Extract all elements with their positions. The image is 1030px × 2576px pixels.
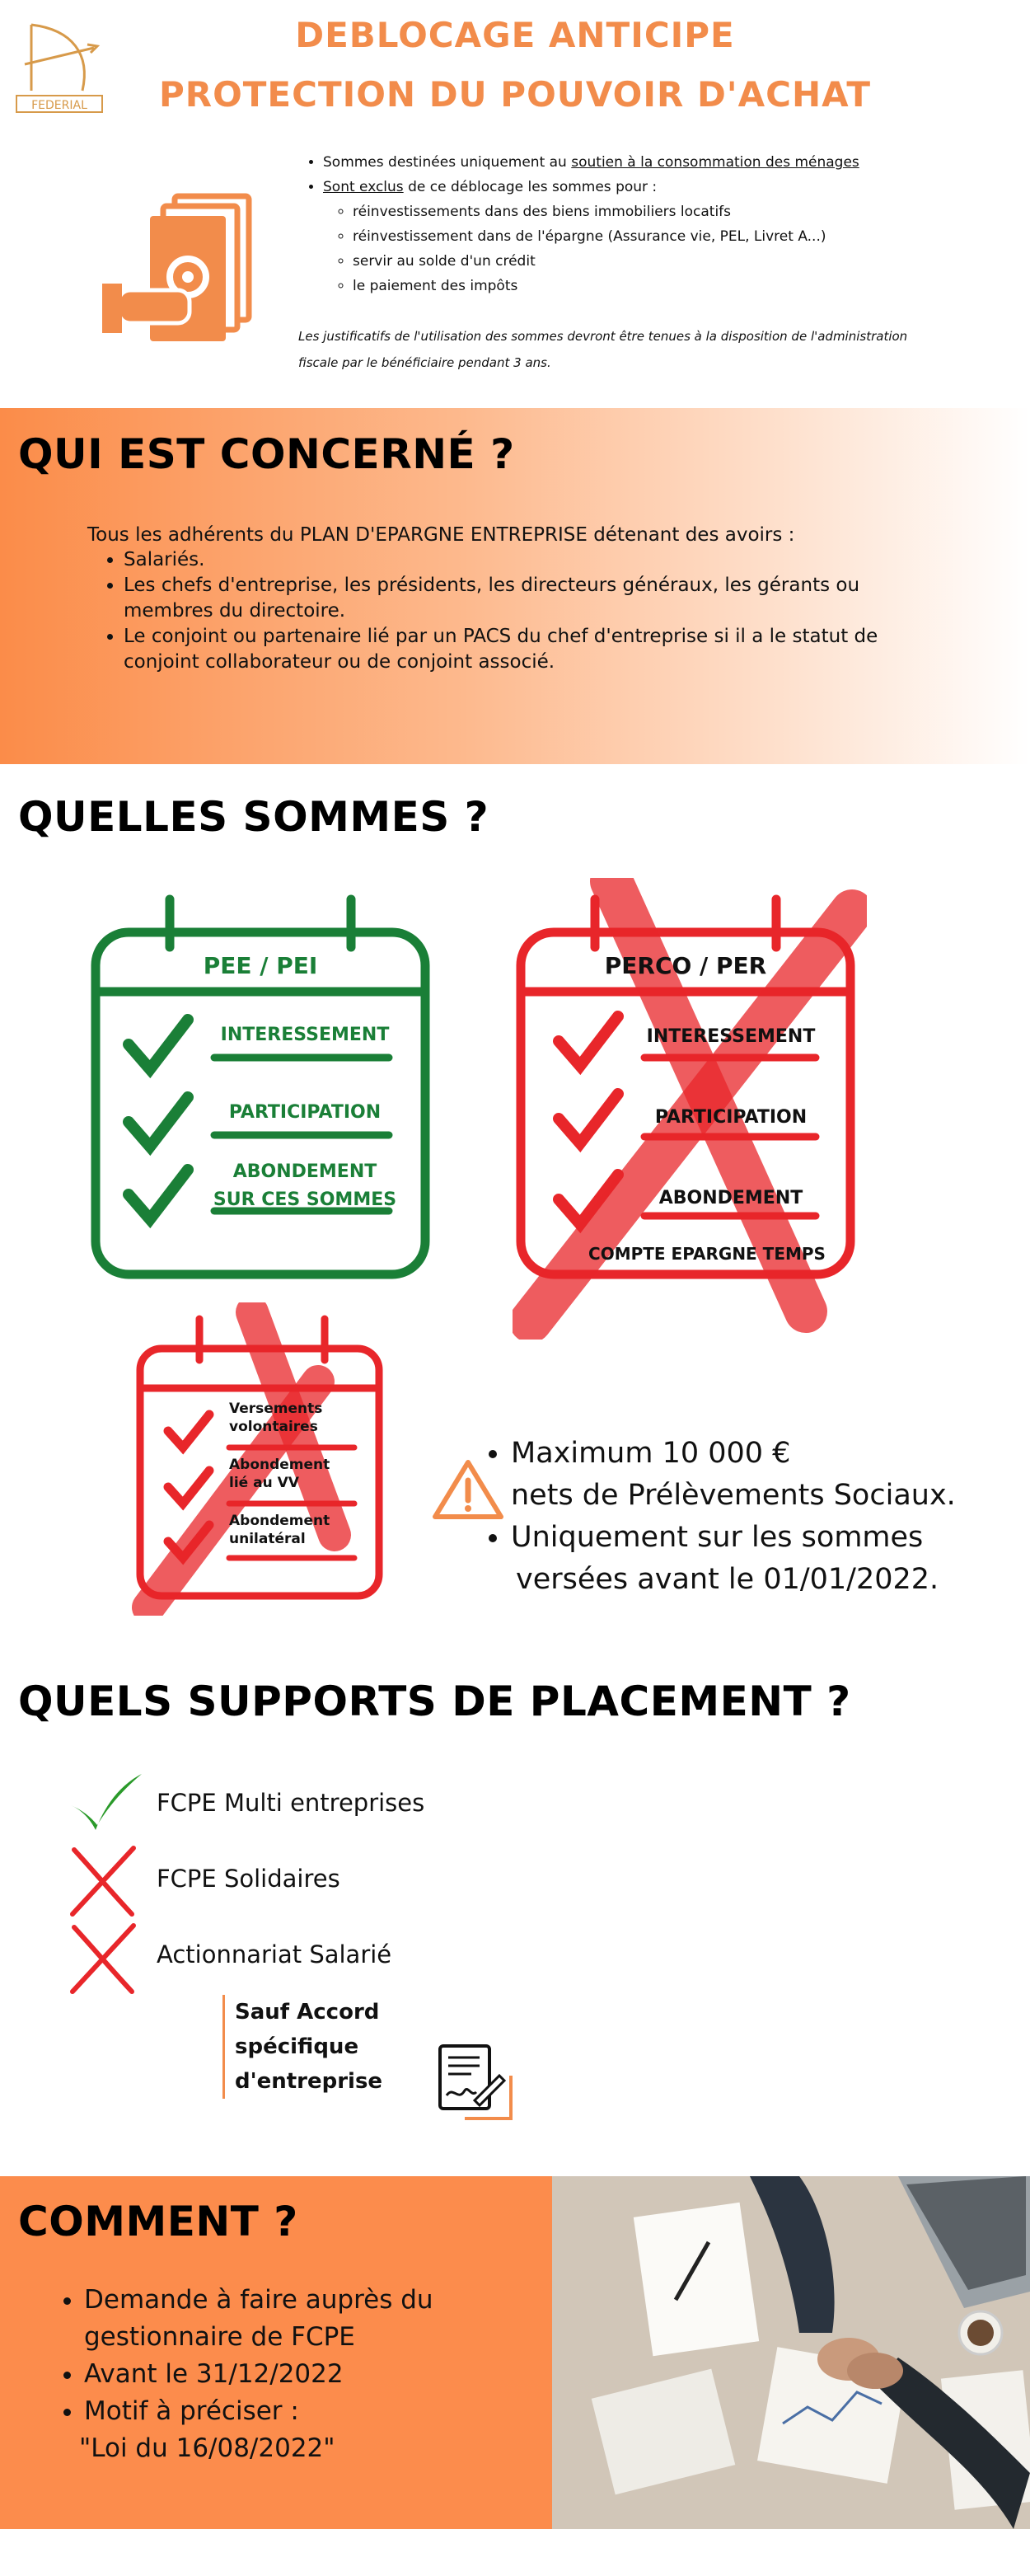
concerned-band <box>0 408 1030 764</box>
law-reference: "Loi du 16/08/2022" <box>79 2433 335 2463</box>
how-list: Demande à faire auprès du gestionnaire d… <box>43 2282 537 2467</box>
support-item: FCPE Multi entreprises <box>157 1789 425 1817</box>
concerned-item: Les chefs d'entreprise, les présidents, … <box>124 573 887 624</box>
sums-heading: QUELLES SOMMES ? <box>18 793 489 841</box>
pee-item: SUR CES SOMMES <box>213 1189 397 1210</box>
contract-icon <box>438 2044 513 2120</box>
pee-item: PARTICIPATION <box>228 1102 382 1123</box>
excluded-label: Sont exclus <box>323 179 404 195</box>
cross-icon <box>70 1846 136 1917</box>
concerned-item: Le conjoint ou partenaire lié par un PAC… <box>124 624 887 675</box>
perco-item: COMPTE EPARGNE TEMPS <box>588 1244 826 1264</box>
money-hand-icon <box>102 193 252 341</box>
how-heading: COMMENT ? <box>18 2198 298 2245</box>
page-title-line2: PROTECTION DU POUVOIR D'ACHAT <box>158 74 872 115</box>
justification-note: Les justificatifs de l'utilisation des s… <box>298 329 908 370</box>
how-item: Demande à faire auprès du gestionnaire d… <box>84 2282 537 2356</box>
pee-item: ABONDEMENT <box>232 1161 377 1182</box>
concerned-item: Salariés. <box>124 547 887 573</box>
page-title-line1: DEBLOCAGE ANTICIPE <box>295 15 735 55</box>
consumption-link: soutien à la consommation des ménages <box>571 154 859 171</box>
intro-item: Sont exclus de ce déblocage les sommes p… <box>323 175 948 298</box>
perco-item: PARTICIPATION <box>654 1107 808 1128</box>
how-item: Avant le 31/12/2022 <box>84 2356 537 2393</box>
intro-list: Sommes destinées uniquement au soutien à… <box>305 150 948 298</box>
supports-heading: QUELS SUPPORTS DE PLACEMENT ? <box>18 1677 851 1725</box>
warning-icon <box>433 1460 503 1519</box>
how-band <box>0 2176 552 2529</box>
perco-calendar: PERCO / PER INTERESSEMENT PARTICIPATION … <box>513 878 867 1340</box>
concerned-list: Salariés. Les chefs d'entreprise, les pr… <box>87 547 887 675</box>
pee-item: INTERESSEMENT <box>220 1025 390 1045</box>
concerned-heading: QUI EST CONCERNÉ ? <box>18 430 515 478</box>
exclusion-item: réinvestissements dans des biens immobil… <box>353 199 948 224</box>
agreement-note: Sauf Accord spécifique d'entreprise <box>222 1995 507 2099</box>
pee-title: PEE / PEI <box>203 952 318 979</box>
perco-item: INTERESSEMENT <box>646 1026 816 1047</box>
logo-text: FEDERIAL <box>31 99 87 112</box>
limit-item: Maximum 10 000 €nets de Prélèvements Soc… <box>511 1433 1005 1517</box>
pee-calendar: PEE / PEI INTERESSEMENT PARTICIPATION AB… <box>91 894 430 1282</box>
business-handshake-photo <box>552 2176 1030 2529</box>
support-item: Actionnariat Salarié <box>157 1940 392 1968</box>
federial-logo: FEDERIAL <box>16 23 103 113</box>
support-item: FCPE Solidaires <box>157 1865 340 1893</box>
how-item: Motif à préciser : <box>84 2393 537 2430</box>
cross-icon <box>70 1923 136 1994</box>
perco-title: PERCO / PER <box>604 952 767 979</box>
calendar-icon <box>513 878 867 1340</box>
calendar-icon <box>91 894 430 1279</box>
exclusion-item: réinvestissement dans de l'épargne (Assu… <box>353 224 948 249</box>
perco-item: ABONDEMENT <box>658 1188 803 1208</box>
intro-item: Sommes destinées uniquement au soutien à… <box>323 150 948 175</box>
concerned-intro: Tous les adhérents du PLAN D'EPARGNE ENT… <box>87 524 795 546</box>
limits-list: Maximum 10 000 €nets de Prélèvements Soc… <box>478 1433 1005 1601</box>
exclusion-item: servir au solde d'un crédit <box>353 249 948 274</box>
calendar-icon <box>132 1302 383 1616</box>
check-icon <box>71 1774 142 1830</box>
exclusion-item: le paiement des impôts <box>353 274 948 298</box>
